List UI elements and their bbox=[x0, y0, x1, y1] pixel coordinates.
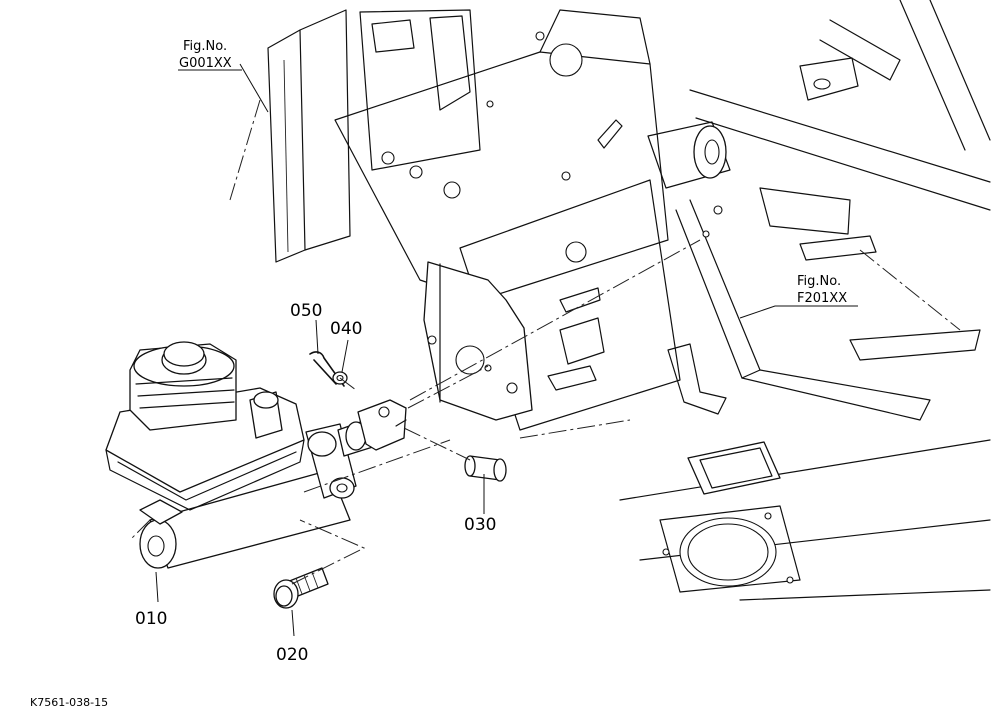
fig-f-line1: Fig.No. bbox=[797, 274, 841, 289]
fig-g-line1: Fig.No. bbox=[183, 39, 227, 54]
master-cylinder-part-010 bbox=[105, 341, 407, 569]
part-label-030: 030 bbox=[464, 515, 496, 535]
part-label-050: 050 bbox=[290, 301, 322, 321]
part-label-010: 010 bbox=[135, 609, 167, 629]
cotter-pin-part-050 bbox=[309, 351, 345, 387]
document-code: K7561-038-15 bbox=[30, 696, 108, 709]
fig-reference-g001xx: Fig.No. G001XX bbox=[178, 39, 242, 71]
fig-reference-f201xx: Fig.No. F201XX bbox=[795, 274, 858, 307]
bolt-part-020 bbox=[273, 567, 329, 609]
clevis-pin-part-030 bbox=[464, 455, 507, 482]
part-label-040: 040 bbox=[330, 319, 362, 339]
assembly-center-lines bbox=[129, 239, 701, 585]
fig-f-line2: F201XX bbox=[797, 291, 847, 306]
part-label-020: 020 bbox=[276, 645, 308, 665]
chassis-frame-drawing bbox=[229, 0, 991, 601]
fig-g-line2: G001XX bbox=[179, 56, 232, 71]
